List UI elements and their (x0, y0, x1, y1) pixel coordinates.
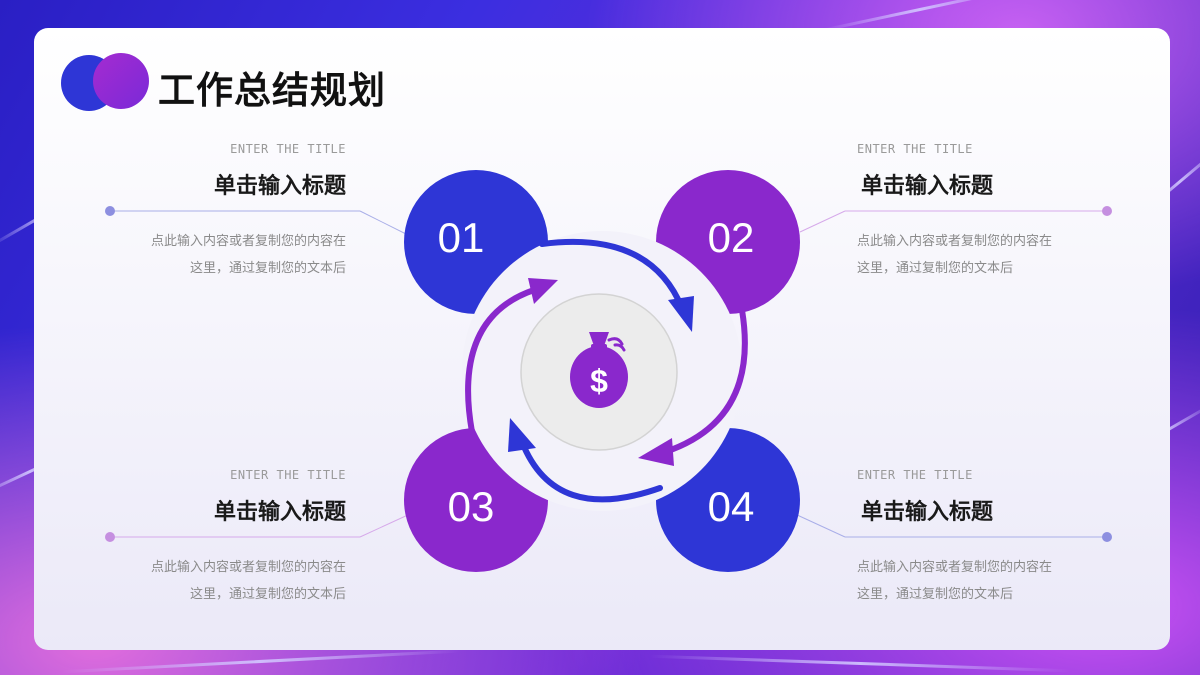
connector-line-02 (799, 206, 1112, 233)
item-04-heading[interactable]: 单击输入标题 (861, 500, 994, 525)
money-bag-symbol: $ (590, 363, 608, 399)
item-03-heading[interactable]: 单击输入标题 (213, 500, 346, 525)
connector-line-03 (105, 513, 411, 542)
item-02-desc[interactable]: 点此输入内容或者复制您的内容在 这里，通过复制您的文本后 (857, 228, 1117, 282)
item-02-heading[interactable]: 单击输入标题 (861, 174, 994, 199)
step-number-03: 03 (447, 483, 495, 530)
step-number-04: 04 (707, 483, 755, 530)
step-number-02: 02 (707, 214, 755, 261)
item-01-desc-line1: 点此输入内容或者复制您的内容在 (150, 234, 346, 249)
item-01-desc[interactable]: 点此输入内容或者复制您的内容在 这里，通过复制您的文本后 (86, 228, 346, 282)
arrow-01-to-02 (539, 238, 694, 332)
item-01-heading[interactable]: 单击输入标题 (213, 174, 346, 199)
item-01-desc-line2: 这里，通过复制您的文本后 (189, 261, 346, 276)
title-logo-circle-purple (93, 53, 149, 109)
item-03-desc[interactable]: 点此输入内容或者复制您的内容在 这里，通过复制您的文本后 (86, 554, 346, 608)
step-number-01: 01 (437, 214, 485, 261)
item-03-eng-label: ENTER THE TITLE (230, 468, 346, 482)
item-04-desc-line1: 点此输入内容或者复制您的内容在 (857, 560, 1053, 575)
arrow-04-to-03 (508, 418, 663, 503)
money-bag-icon (570, 332, 628, 408)
item-04-eng-label: ENTER THE TITLE (857, 468, 973, 482)
connector-line-01 (105, 206, 411, 237)
arrow-03-to-01 (465, 278, 558, 435)
item-04-desc[interactable]: 点此输入内容或者复制您的内容在 这里，通过复制您的文本后 (857, 554, 1117, 608)
item-02-desc-line1: 点此输入内容或者复制您的内容在 (857, 234, 1053, 249)
arrow-02-to-04 (638, 307, 748, 466)
item-02-eng-label: ENTER THE TITLE (857, 142, 973, 156)
item-04-desc-line2: 这里，通过复制您的文本后 (857, 587, 1014, 602)
item-03-desc-line1: 点此输入内容或者复制您的内容在 (150, 560, 346, 575)
item-02-desc-line2: 这里，通过复制您的文本后 (857, 261, 1014, 276)
connector-line-04 (794, 513, 1112, 542)
item-01-eng-label: ENTER THE TITLE (230, 142, 346, 156)
page-title: 工作总结规划 (158, 69, 386, 112)
item-03-desc-line2: 这里，通过复制您的文本后 (189, 587, 346, 602)
